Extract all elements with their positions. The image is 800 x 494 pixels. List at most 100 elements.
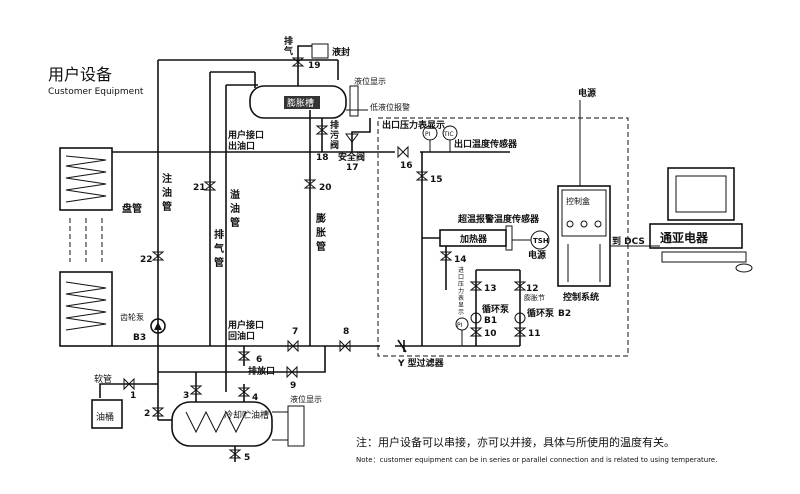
control-cabinet: 控制盒 [557,185,611,287]
svg-text:18: 18 [316,153,329,163]
valve-18: 18 [315,125,329,163]
valve-22: 22 [140,251,165,265]
safety-valve [345,133,359,143]
customer-equipment-title-en: Customer Equipment [48,87,144,97]
svg-text:控制盒: 控制盒 [566,196,590,206]
to-dcs-label: 到 DCS [612,235,645,247]
valve-17-number: 17 [346,163,359,173]
vent-pipe-2: 气 [213,242,224,255]
oil-drum: 油桶 [91,399,123,429]
svg-text:20: 20 [319,183,332,193]
svg-text:8: 8 [343,327,349,337]
inlet-pressure-3: 压 [458,281,464,288]
inlet-pressure-4: 力 [458,287,464,295]
valve-19: 19 [291,57,321,71]
drain-valve-label-2: 污 [330,129,339,141]
svg-text:5: 5 [244,453,250,463]
y-filter [397,339,407,353]
svg-text:6: 6 [256,355,262,365]
user-return-label-1: 用户接口 [227,319,264,331]
svg-text:4: 4 [252,393,258,403]
valve-7: 7 [287,327,299,353]
pi-gauge-outlet [422,125,438,141]
inlet-pressure-2: 口 [458,274,464,281]
overflow-pipe-1: 溢 [230,188,240,201]
valve-2: 2 [144,407,165,419]
expansion-pipe-3: 管 [316,240,326,253]
svg-text:1: 1 [130,391,136,401]
tic-controller [442,125,458,141]
circ-pump-b1 [470,312,482,324]
svg-text:21: 21 [193,183,206,193]
svg-text:冷却贮油槽: 冷却贮油槽 [224,409,269,421]
svg-text:11: 11 [528,329,541,339]
svg-text:加热器: 加热器 [459,233,488,245]
svg-text:3: 3 [183,391,189,401]
overflow-pipe-3: 管 [230,216,240,229]
svg-text:19: 19 [308,61,321,71]
valve-6: 6 [237,351,262,365]
level-gauge-bottom [287,405,305,447]
pi-inlet-label: PI [457,322,463,329]
safety-valve-label: 安全阀 [338,151,365,163]
y-filter-label: Y 型过滤器 [397,357,445,369]
valve-1: 1 [123,377,136,401]
valve-5: 5 [228,449,250,463]
drain-outlet-label: 排放口 [248,365,275,377]
valve-8: 8 [339,327,351,353]
svg-text:膨胀槽: 膨胀槽 [287,97,314,109]
exhaust-label-2: 气 [283,45,293,57]
vent-pipe-1: 排 [214,228,224,241]
level-display-top-label: 液位显示 [354,76,386,86]
svg-text:通亚电器: 通亚电器 [660,230,709,245]
low-level-alarm-label: 低液位报警 [370,102,410,112]
power-top-label: 电源 [578,87,596,99]
equipment-enclosure [377,117,629,357]
soft-pipe-label: 软管 [94,373,112,385]
level-display-bottom-label: 液位显示 [290,394,322,404]
expansion-joint-label: 膨胀节 [524,293,545,302]
oil-injection-pipe-2: 油 [162,186,172,199]
svg-text:15: 15 [430,175,443,185]
circ-pump-b1-label: 循环泵 [482,303,510,315]
oil-injection-pipe-3: 管 [162,200,172,213]
valve-13: 13 [469,281,497,294]
overflow-pipe-2: 油 [230,202,240,215]
valve-12: 12 [513,281,539,294]
expansion-pipe-1: 膨 [316,212,326,225]
user-outlet-label-1: 用户接口 [227,129,264,141]
computer-monitor: 通亚电器 [649,167,753,273]
coil-label: 盘管 [122,202,142,215]
user-outlet-label-2: 出油口 [228,140,255,152]
b2-label: B2 [558,309,571,319]
note-cn: 注：用户设备可以串接，亦可以并接，具体与所使用的温度有关。 [356,435,675,449]
valve-15: 15 [415,171,443,185]
svg-text:14: 14 [454,255,467,265]
drain-valve-label-1: 排 [330,119,339,131]
svg-text:PI: PI [425,131,431,138]
customer-equipment-title-cn: 用户设备 [48,65,112,84]
valve-20: 20 [303,179,332,193]
control-system-label: 控制系统 [563,291,599,303]
svg-text:9: 9 [290,381,296,391]
vent-pipe-3: 管 [214,256,224,269]
valve-11: 11 [513,327,541,339]
svg-text:7: 7 [292,327,298,337]
level-gauge-top [349,85,359,117]
gear-pump-label: 齿轮泵 [120,312,144,322]
note-en: Note：customer equipment can be in series… [356,456,717,464]
coil-upper [59,147,113,211]
svg-text:22: 22 [140,255,153,265]
inlet-pressure-5: 表 [458,294,464,302]
tsh-label: TSH [533,237,549,245]
expansion-pipe-2: 胀 [316,226,326,239]
heater: 加热器 [439,225,513,251]
user-return-label-2: 回油口 [228,330,255,342]
valve-14: 14 [439,251,467,265]
circ-pump-b2 [514,312,526,324]
valve-21: 21 [193,181,217,193]
overtemp-sensor-label: 超温报警温度传感器 [457,213,540,225]
inlet-pressure-1: 进 [458,266,464,274]
drain-valve-label-3: 阀 [330,139,339,151]
